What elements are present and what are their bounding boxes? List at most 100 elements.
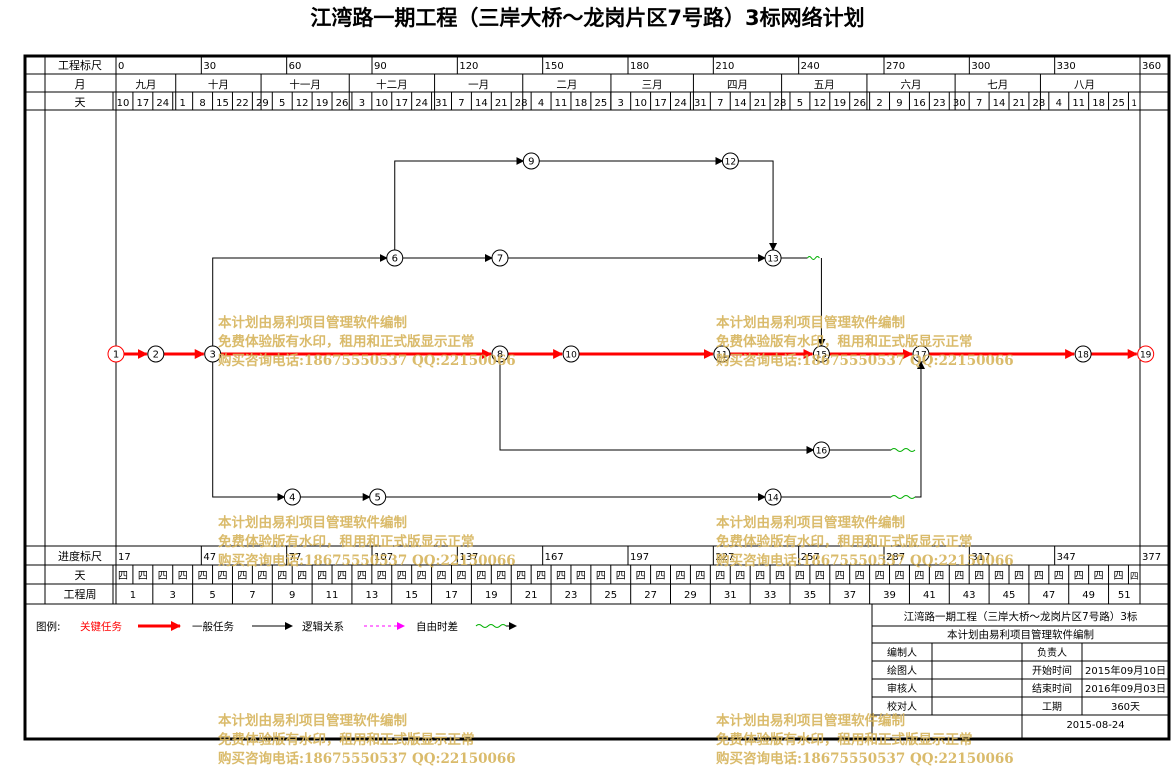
day-label: 1: [180, 98, 186, 109]
week-number: 7: [249, 590, 255, 601]
day-label: 4: [1056, 98, 1062, 109]
task-duration: 65: [0, 0, 6, 3]
week-day-label: 四: [237, 571, 247, 582]
day-label: 25: [594, 98, 607, 109]
task-arrow: [212, 254, 388, 346]
node-circle: [912, 345, 930, 363]
node-number: 10: [565, 351, 577, 361]
progress-tick-label: 377: [1142, 552, 1161, 563]
node-number: 5: [375, 493, 381, 504]
week-day-label: 四: [954, 571, 964, 582]
day-label: 4: [538, 98, 544, 109]
task-arrow: [394, 157, 525, 250]
node-circle: [386, 249, 404, 267]
day-label: 1: [1132, 99, 1137, 109]
node-number: 7: [497, 254, 503, 265]
day-label: 11: [1072, 98, 1085, 109]
chart-title: 江湾路一期工程（三岸大桥～龙岗片区7号路）3标网络计划: [310, 6, 865, 30]
progress-tick-label: 227: [715, 552, 734, 563]
day-label: 21: [495, 98, 508, 109]
node-number: 3: [210, 350, 216, 361]
day-label: 10: [375, 98, 388, 109]
week-number: 23: [565, 590, 578, 601]
month-label: 三月: [642, 79, 663, 91]
scale-tick-label: 180: [630, 61, 649, 72]
node-number: 9: [528, 157, 534, 168]
progress-tick-label: 347: [1057, 552, 1076, 563]
scale-row-label: 工程标尺: [58, 58, 102, 72]
node-number: 19: [1140, 351, 1152, 361]
week-day-row-label: 天: [75, 569, 86, 582]
day-label: 17: [395, 98, 408, 109]
week-day-label: 四: [1094, 571, 1104, 582]
week-number: 49: [1082, 590, 1095, 601]
day-label: 2: [876, 98, 882, 109]
month-label: 五月: [814, 79, 835, 91]
day-label: 8: [199, 98, 205, 109]
week-number: 45: [1003, 590, 1016, 601]
day-label: 28: [1032, 98, 1045, 109]
info-label: 绘图人: [887, 664, 917, 677]
day-label: 7: [976, 98, 982, 109]
week-number: 31: [724, 590, 737, 601]
day-label: 19: [316, 98, 329, 109]
progress-row-label: 进度标尺: [58, 549, 102, 563]
week-day-label: 四: [437, 571, 447, 582]
scale-tick-label: 120: [459, 61, 478, 72]
week-day-label: 四: [397, 571, 407, 582]
day-label: 18: [575, 98, 588, 109]
node-circle: [764, 249, 782, 267]
week-number: 47: [1042, 590, 1055, 601]
week-day-label: 四: [317, 571, 327, 582]
progress-tick-label: 167: [545, 552, 564, 563]
legend-normal-label: 一般任务: [192, 620, 234, 633]
week-day-label: 四: [914, 571, 924, 582]
node-circle: [491, 249, 509, 267]
day-label: 24: [156, 98, 169, 109]
week-day-label: 四: [158, 571, 168, 582]
week-number: 27: [644, 590, 657, 601]
month-label: 十二月: [376, 78, 408, 91]
week-day-label: 四: [855, 571, 865, 582]
week-number: 33: [764, 590, 777, 601]
scale-tick-label: 60: [289, 61, 302, 72]
week-day-label: 四: [835, 571, 845, 582]
node-circle: [147, 345, 165, 363]
day-label: 7: [458, 98, 464, 109]
node-number: 12: [725, 158, 736, 168]
progress-tick-label: 287: [886, 552, 905, 563]
week-day-label: 四: [357, 571, 367, 582]
week-day-label: 四: [417, 571, 427, 582]
week-row-label: 工程周: [64, 588, 97, 601]
progress-tick-label: 47: [203, 552, 216, 563]
week-day-label: 四: [297, 571, 307, 582]
week-day-label: 四: [596, 571, 606, 582]
day-label: 26: [853, 98, 866, 109]
day-label: 9: [896, 98, 902, 109]
day-label: 11: [555, 98, 568, 109]
week-day-label: 四: [178, 571, 188, 582]
scale-tick-label: 90: [374, 61, 387, 72]
day-label: 17: [136, 98, 149, 109]
week-day-label: 四: [1034, 571, 1044, 582]
free-float-line: [890, 448, 916, 452]
legend-critical-label: 关键任务: [80, 620, 122, 633]
legend-title: 图例:: [36, 620, 61, 633]
day-label: 21: [1013, 98, 1026, 109]
day-label: 22: [236, 98, 249, 109]
day-label: 14: [993, 98, 1006, 109]
node-circle: [522, 152, 540, 170]
week-day-label: 四: [755, 571, 765, 582]
week-day-label: 四: [118, 571, 128, 582]
day-label: 5: [279, 98, 285, 109]
week-day-label: 四: [894, 571, 904, 582]
progress-tick-label: 77: [289, 552, 302, 563]
task-arrow: [212, 362, 286, 501]
week-day-label: 四: [695, 571, 705, 582]
day-label: 14: [734, 98, 747, 109]
task-duration: 120: [0, 0, 10, 3]
progress-tick-label: 197: [630, 552, 649, 563]
scale-tick-label: 210: [715, 61, 734, 72]
node-number: 11: [716, 351, 727, 361]
node-number: 17: [915, 351, 926, 361]
